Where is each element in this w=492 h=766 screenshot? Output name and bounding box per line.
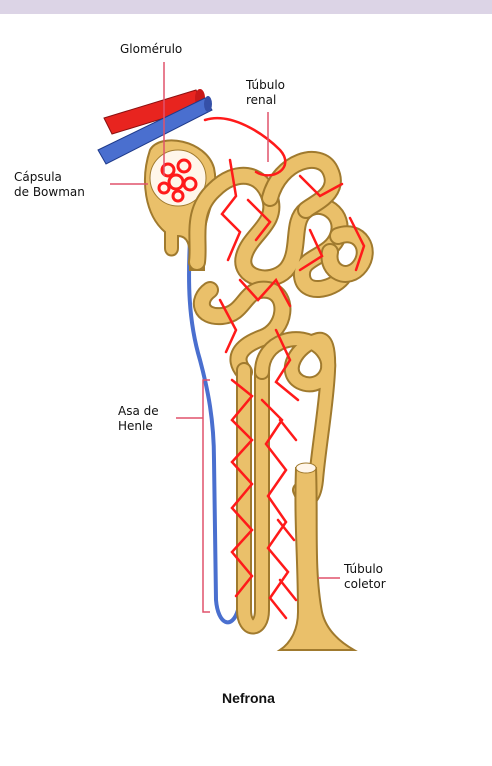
peritubular-capillaries: [205, 118, 364, 618]
label-tubulo-renal-line1: Túbulo: [246, 78, 285, 93]
label-tubulo-renal-line2: renal: [246, 93, 276, 108]
label-capsula-line2: de Bowman: [14, 185, 85, 200]
label-coletor-line1: Túbulo: [344, 562, 383, 577]
label-asa-line2: Henle: [118, 419, 153, 434]
label-capsula-line1: Cápsula: [14, 170, 62, 185]
caption: Nefrona: [222, 690, 275, 706]
label-glomerulo: Glomérulo: [120, 42, 182, 57]
label-asa-line1: Asa de: [118, 404, 159, 419]
label-coletor-line2: coletor: [344, 577, 386, 592]
collecting-duct: [280, 468, 354, 650]
